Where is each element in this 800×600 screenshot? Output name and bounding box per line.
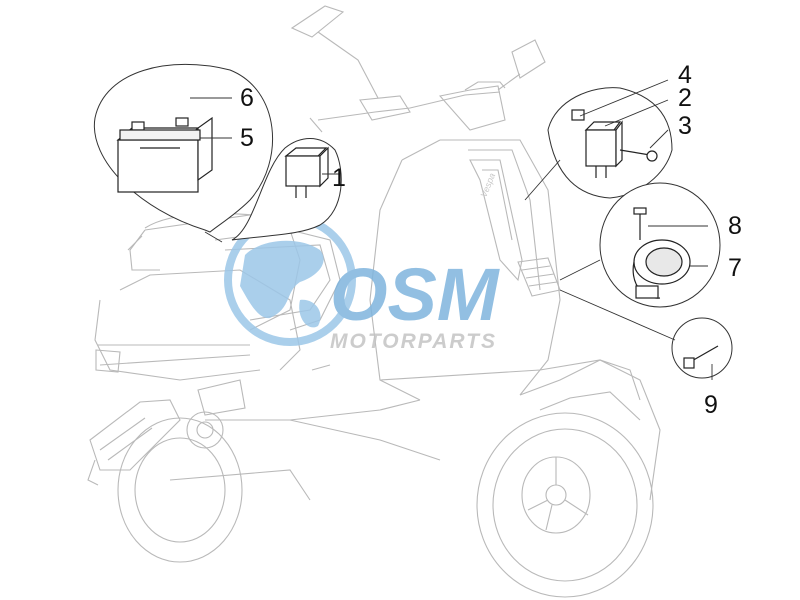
bolt-bubble [559, 289, 733, 380]
watermark-logo-text: OSM [330, 253, 500, 336]
battery-bubble [93, 64, 274, 243]
relay-bubble [231, 138, 342, 241]
callout-6: 6 [240, 84, 254, 112]
flasher-bubble [524, 79, 673, 201]
callout-9: 9 [704, 391, 718, 419]
horn-bubble [559, 182, 721, 308]
scooter-outline [87, 5, 661, 598]
horn [632, 207, 691, 299]
relay [284, 146, 329, 198]
callout-8: 8 [728, 212, 742, 240]
battery [116, 116, 213, 193]
watermark-logo: OSM MOTORPARTS [224, 214, 500, 353]
callout-1: 1 [332, 164, 346, 192]
callout-7: 7 [728, 254, 742, 282]
callout-2: 2 [678, 84, 692, 112]
callout-4: 4 [678, 61, 692, 89]
watermark-tagline: MOTORPARTS [330, 330, 497, 353]
bolt [683, 345, 719, 369]
flasher-relay [571, 109, 658, 178]
callout-5: 5 [240, 124, 254, 152]
callout-3: 3 [678, 112, 692, 140]
